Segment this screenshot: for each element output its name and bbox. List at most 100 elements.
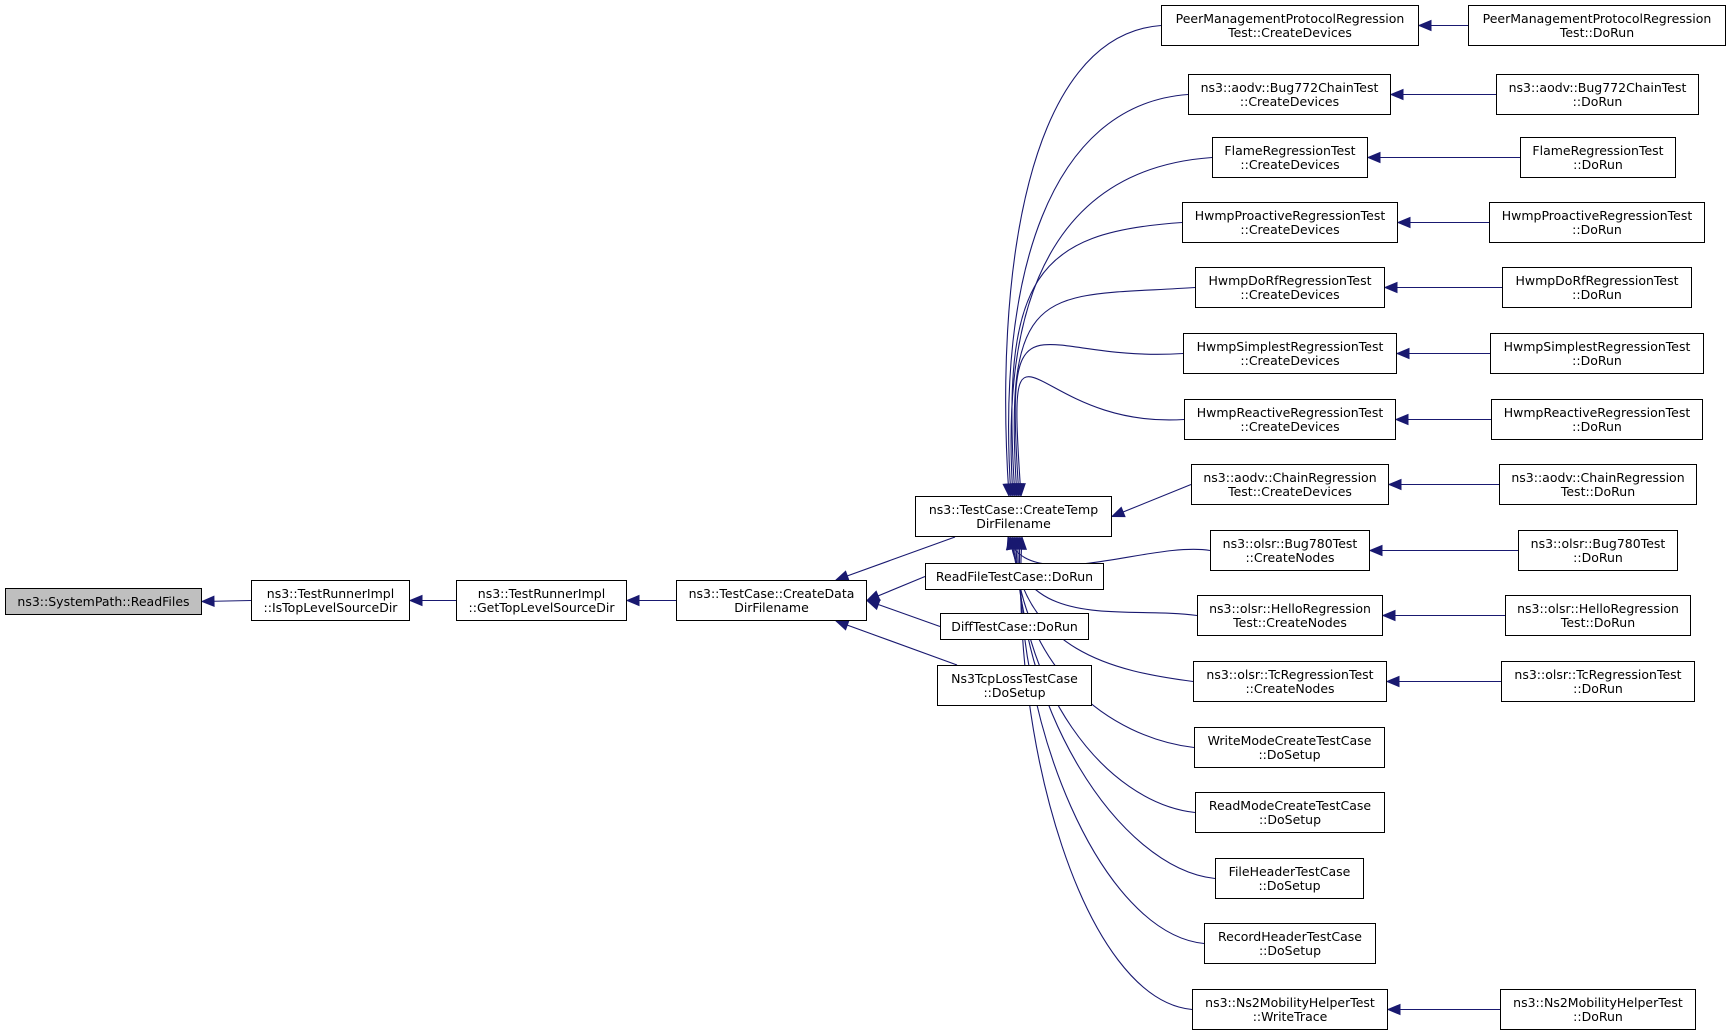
node-label-line: ns3::aodv::ChainRegression [1511, 469, 1685, 485]
edge-hwmpdorf_dr-to-hwmpdorf_cd-arrowhead [1383, 281, 1398, 294]
edge-bug772_cd-to-createtemp [1008, 93, 1189, 497]
node-readmode[interactable]: ReadModeCreateTestCase::DoSetup [1195, 792, 1385, 833]
node-tcreg_dr[interactable]: ns3::olsr::TcRegressionTest::DoRun [1501, 661, 1695, 702]
node-hwmpdorf_cd[interactable]: HwmpDoRfRegressionTest::CreateDevices [1195, 267, 1385, 308]
node-label-line: PeerManagementProtocolRegression [1482, 10, 1712, 26]
edge-bug780_cn-to-createtemp [1007, 536, 1211, 566]
node-label-line: RecordHeaderTestCase [1218, 928, 1362, 944]
edge-filehdr-to-createtemp [1017, 536, 1216, 880]
node-tcreg_cn[interactable]: ns3::olsr::TcRegressionTest::CreateNodes [1193, 661, 1387, 702]
node-flame_dr[interactable]: FlameRegressionTest::DoRun [1520, 137, 1676, 178]
node-label-line: HwmpProactiveRegressionTest [1194, 207, 1386, 223]
node-label-line: ::IsTopLevelSourceDir [263, 599, 398, 615]
node-label-line: HwmpSimplestRegressionTest [1503, 338, 1691, 354]
node-label-line: PeerManagementProtocolRegression [1175, 10, 1405, 26]
node-label-line: ns3::olsr::Bug780Test [1530, 535, 1666, 551]
node-label-line: ns3::aodv::Bug772ChainTest [1508, 79, 1687, 95]
node-label-line: ns3::TestCase::CreateData [688, 585, 855, 601]
edge-flame_dr-to-flame_cd-arrowhead [1366, 151, 1381, 164]
edge-hwmpreac_dr-to-hwmpreac_cd-arrowhead [1394, 413, 1409, 426]
node-hwmppro_cd[interactable]: HwmpProactiveRegressionTest::CreateDevic… [1182, 202, 1398, 243]
node-hwmpreac_cd[interactable]: HwmpReactiveRegressionTest::CreateDevice… [1184, 399, 1396, 440]
edge-difftc-to-createdata [866, 599, 941, 628]
node-label-line: HwmpSimplestRegressionTest [1196, 338, 1384, 354]
node-bug772_dr[interactable]: ns3::aodv::Bug772ChainTest::DoRun [1496, 74, 1699, 115]
node-hwmpdorf_dr[interactable]: HwmpDoRfRegressionTest::DoRun [1502, 267, 1692, 308]
edge-createdata-to-gettoplevel-arrowhead [625, 594, 640, 607]
node-label-line: ::DoSetup [983, 684, 1046, 700]
node-label-line: HwmpReactiveRegressionTest [1196, 404, 1384, 420]
node-ns2mob_dr[interactable]: ns3::Ns2MobilityHelperTest::DoRun [1500, 989, 1696, 1030]
node-label-line: ::DoSetup [1258, 746, 1321, 762]
edge-aodvchain_cd-to-createtemp [1111, 483, 1192, 518]
node-label-line: Test::CreateDevices [1228, 24, 1352, 40]
node-hwmpsimp_cd[interactable]: HwmpSimplestRegressionTest::CreateDevice… [1183, 333, 1397, 374]
edge-difftc-to-createdata-arrowhead [865, 599, 881, 611]
node-label-line: ::DoRun [1572, 221, 1622, 237]
node-istoplevel[interactable]: ns3::TestRunnerImpl::IsTopLevelSourceDir [251, 580, 410, 621]
node-label-line: ::CreateDevices [1239, 93, 1340, 109]
edge-hwmpreac_cd-to-createtemp [1016, 376, 1185, 497]
node-label-line: ns3::SystemPath::ReadFiles [17, 593, 190, 609]
node-difftc[interactable]: DiffTestCase::DoRun [940, 613, 1089, 640]
node-readfiletc[interactable]: ReadFileTestCase::DoRun [925, 563, 1104, 590]
node-label-line: ::DoRun [1572, 418, 1622, 434]
edge-hwmppro_cd-to-createtemp [1011, 221, 1183, 497]
edge-bug772_dr-to-bug772_cd-arrowhead [1389, 88, 1404, 101]
node-hwmpreac_dr[interactable]: HwmpReactiveRegressionTest::DoRun [1491, 399, 1703, 440]
node-tcploss[interactable]: Ns3TcpLossTestCase::DoSetup [937, 665, 1092, 706]
edge-tcreg_dr-to-tcreg_cn-arrowhead [1385, 675, 1400, 688]
node-label-line: ::DoRun [1573, 156, 1623, 172]
edge-aodvchain_cd-to-createtemp-arrowhead [1110, 506, 1126, 518]
node-label-line: ReadModeCreateTestCase [1208, 797, 1372, 813]
node-label-line: HwmpProactiveRegressionTest [1501, 207, 1693, 223]
node-label-line: ns3::Ns2MobilityHelperTest [1513, 994, 1683, 1010]
node-label-line: ns3::olsr::TcRegressionTest [1206, 666, 1374, 682]
node-filehdr[interactable]: FileHeaderTestCase::DoSetup [1215, 858, 1364, 899]
node-label-line: ::DoSetup [1258, 942, 1322, 958]
edge-hwmpsimp_dr-to-hwmpsimp_cd-arrowhead [1395, 347, 1410, 360]
node-label-line: ::DoSetup [1258, 811, 1322, 827]
edge-aodvchain_dr-to-aodvchain_cd-arrowhead [1387, 478, 1402, 491]
edge-bug780_dr-to-bug780_cn-arrowhead [1368, 544, 1383, 557]
edge-pmp_cd-to-createtemp [1005, 24, 1162, 497]
node-hwmppro_dr[interactable]: HwmpProactiveRegressionTest::DoRun [1489, 202, 1705, 243]
node-label-line: HwmpDoRfRegressionTest [1515, 272, 1679, 288]
node-label-line: ns3::aodv::Bug772ChainTest [1200, 79, 1379, 95]
node-label-line: WriteModeCreateTestCase [1207, 732, 1372, 748]
node-label-line: Test::CreateNodes [1233, 614, 1347, 630]
node-label-line: ::DoRun [1572, 286, 1622, 302]
edge-ns2mob_wt-to-createtemp-arrowhead [1015, 535, 1028, 550]
node-label-line: DirFilename [734, 599, 809, 615]
node-label-line: ns3::olsr::Bug780Test [1222, 535, 1358, 551]
node-gettoplevel[interactable]: ns3::TestRunnerImpl::GetTopLevelSourceDi… [456, 580, 627, 621]
node-label-line: ::DoRun [1573, 1008, 1623, 1024]
node-readfiles: ns3::SystemPath::ReadFiles [5, 588, 202, 615]
node-label-line: ns3::TestRunnerImpl [266, 585, 395, 601]
node-label-line: ns3::TestCase::CreateTemp [928, 501, 1099, 517]
node-bug780_cn[interactable]: ns3::olsr::Bug780Test::CreateNodes [1210, 530, 1370, 571]
edge-istoplevel-to-readfiles-arrowhead [200, 595, 215, 607]
node-bug780_dr[interactable]: ns3::olsr::Bug780Test::DoRun [1518, 530, 1678, 571]
node-writemode[interactable]: WriteModeCreateTestCase::DoSetup [1194, 727, 1385, 768]
node-bug772_cd[interactable]: ns3::aodv::Bug772ChainTest::CreateDevice… [1188, 74, 1391, 115]
node-label-line: ::GetTopLevelSourceDir [468, 599, 615, 615]
node-label-line: Test::DoRun [1559, 24, 1635, 40]
node-label-line: ::CreateNodes [1245, 680, 1335, 696]
node-flame_cd[interactable]: FlameRegressionTest::CreateDevices [1212, 137, 1368, 178]
node-label-line: Test::DoRun [1560, 483, 1636, 499]
node-hwmpsimp_dr[interactable]: HwmpSimplestRegressionTest::DoRun [1490, 333, 1704, 374]
node-rechdr[interactable]: RecordHeaderTestCase::DoSetup [1204, 923, 1376, 964]
edge-pmp_dr-to-pmp_cd-arrowhead [1417, 19, 1432, 32]
node-ns2mob_wt[interactable]: ns3::Ns2MobilityHelperTest::WriteTrace [1192, 989, 1388, 1030]
